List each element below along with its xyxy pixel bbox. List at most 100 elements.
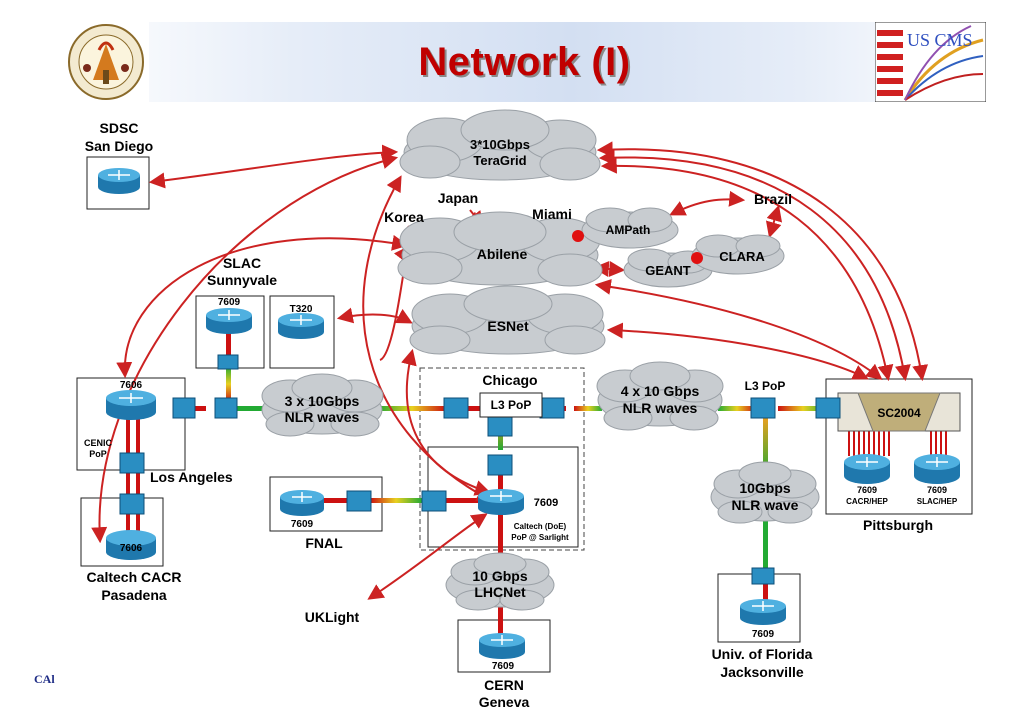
lhcnet-label-2: LHCNet [474, 584, 526, 600]
pittsburgh-label: Pittsburgh [863, 517, 933, 533]
cloud-ampath [581, 207, 679, 249]
cenic-label-1: CENIC [84, 438, 113, 448]
footer-text: CAl [34, 672, 55, 686]
slac-label-1: SLAC [223, 255, 261, 271]
teragrid-label-2: TeraGrid [473, 153, 526, 168]
cloud-nlr-chi [596, 361, 724, 431]
cloud-esnet [409, 285, 606, 355]
switches [119, 354, 841, 585]
switch-chi-5 [487, 454, 513, 476]
l3pop-chi-box [479, 392, 543, 418]
esnet-label: ESNet [487, 318, 529, 334]
arrow-sdsc-teragrid [148, 144, 399, 189]
switch-chi-1 [421, 490, 447, 512]
cloud-abilene [397, 211, 603, 287]
switch-chi-3 [539, 397, 565, 419]
caltech-seal-logo [63, 22, 149, 102]
switch-la-2 [214, 397, 238, 419]
pgh-slac-hep-label: SLAC/HEP [917, 497, 958, 506]
ampath-label: AMPath [606, 223, 651, 237]
slac-7609-label: 7609 [218, 297, 241, 308]
sc2004-label: SC2004 [877, 406, 921, 420]
brazil-label: Brazil [754, 191, 792, 207]
la-7606-label: 7606 [120, 380, 143, 391]
sdsc-label-1: SDSC [100, 120, 139, 136]
switch-florida [751, 567, 775, 585]
arrow-esnet-pgh [606, 322, 869, 380]
caltech-doe-label-1: Caltech (DoE) [514, 522, 567, 531]
cloud-lhcnet [445, 552, 555, 611]
clara-exchange-dot [691, 252, 703, 264]
router-fnal-7609 [280, 490, 324, 516]
uscms-logo: US CMS [874, 21, 987, 103]
router-cacr-7606 [106, 530, 156, 560]
router-slac-7609 [206, 308, 252, 334]
caltech-label-2: Pasadena [101, 587, 167, 603]
switch-cenic [119, 452, 145, 474]
header-banner: Network (I) [63, 22, 986, 102]
uklight-label: UKLight [305, 609, 360, 625]
pgh-cacr-hep-label: CACR/HEP [846, 497, 888, 506]
switch-slac [217, 354, 239, 370]
router-cern-7609 [479, 633, 525, 659]
clara-label: CLARA [719, 249, 765, 264]
caltech-label-1: Caltech CACR [87, 569, 182, 585]
fnal-label: FNAL [305, 535, 343, 551]
sdsc-label-2: San Diego [85, 138, 153, 154]
arrow-esnet-chicago [401, 348, 492, 496]
florida-7609-label: 7609 [752, 629, 775, 640]
la-label: Los Angeles [150, 469, 233, 485]
page-title: Network (I) [418, 40, 631, 84]
cern-label-2: Geneva [479, 694, 530, 710]
nlr-fl-label-1: 10Gbps [739, 480, 791, 496]
miami-exchange-dot [572, 230, 584, 242]
routers [98, 168, 960, 659]
cern-label-1: CERN [484, 677, 524, 693]
router-pgh-cacr [844, 454, 890, 484]
teragrid-label-1: 3*10Gbps [470, 137, 530, 152]
cloud-teragrid [399, 109, 601, 181]
nlr-chi-label-1: 4 x 10 Gbps [621, 383, 700, 399]
router-slac-t320 [278, 313, 324, 339]
arrow-t320-esnet [336, 307, 413, 324]
slac-label-2: Sunnyvale [207, 272, 277, 288]
cloud-clara [691, 234, 785, 275]
chicago-label: Chicago [482, 372, 537, 388]
arrow-abilene-la [116, 234, 409, 379]
router-sdsc [98, 168, 140, 194]
caltech-doe-label-2: PoP @ Sarlight [511, 533, 569, 542]
router-pgh-slac [914, 454, 960, 484]
cloud-nlr-la [261, 373, 384, 437]
uscms-logo-text: US CMS [907, 30, 973, 50]
nlr-fl-label-2: NLR wave [732, 497, 799, 513]
cern-7609-label: 7609 [492, 661, 515, 672]
clouds [261, 109, 820, 611]
router-florida-7609 [740, 599, 786, 625]
router-chicago-7609 [478, 489, 524, 515]
switch-pgh-1 [750, 397, 776, 419]
miami-label: Miami [532, 206, 572, 222]
t320-label: T320 [290, 304, 313, 315]
fnal-7609-label: 7609 [291, 519, 314, 530]
abilene-label: Abilene [477, 246, 528, 262]
nlr-la-label-1: 3 x 10Gbps [285, 393, 360, 409]
router-la-7606 [106, 390, 156, 420]
switch-pgh-2 [815, 397, 841, 419]
l3pop-chi-label: L3 PoP [491, 398, 532, 412]
nlr-la-label-2: NLR waves [285, 409, 360, 425]
arrow-uklight [367, 513, 488, 600]
arrow-clara-brazil [765, 204, 783, 239]
florida-label-2: Jacksonville [720, 664, 803, 680]
arrows [91, 141, 929, 600]
cacr-7606-label: 7606 [120, 543, 143, 554]
switch-chi-2 [443, 397, 469, 419]
arrow-ampath-brazil [669, 190, 746, 216]
cloud-nlr-fl [710, 461, 820, 524]
japan-label: Japan [438, 190, 478, 206]
switch-la-1 [172, 397, 196, 419]
chicago-7609-label: 7609 [534, 497, 558, 509]
cenic-label-2: PoP [89, 449, 107, 459]
pgh-cacr-7609-label: 7609 [857, 485, 877, 495]
sc2004-banner: SC2004 [837, 392, 961, 432]
